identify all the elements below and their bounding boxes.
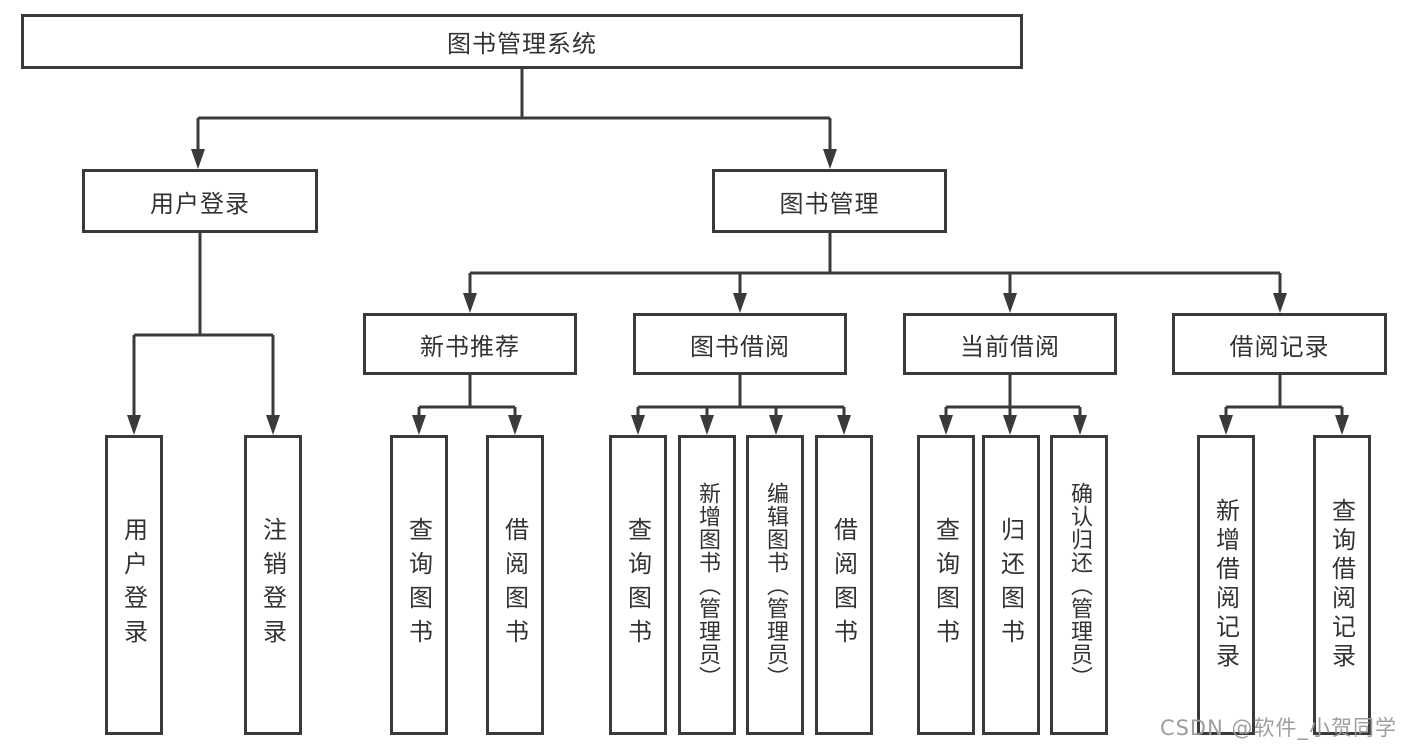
arrowheads	[127, 149, 1349, 435]
node-label: 图书管理系统	[447, 30, 597, 58]
leaf-return-books: 归还图书	[982, 435, 1040, 735]
node-book-borrow: 图书借阅	[633, 313, 847, 375]
leaf-label: 注销登录	[258, 517, 287, 653]
leaf-label: 用户登录	[119, 517, 148, 653]
node-new-book-recommend: 新书推荐	[363, 313, 577, 375]
leaf-add-borrow-record: 新增借阅记录	[1197, 435, 1255, 735]
leaf-label: 查询图书	[623, 517, 652, 653]
leaf-label: 查询借阅记录	[1327, 498, 1356, 672]
leaf-label: 归还图书	[996, 517, 1025, 653]
leaf-label: 借阅图书	[500, 517, 529, 653]
leaf-logout: 注销登录	[244, 435, 302, 735]
node-borrow-records: 借阅记录	[1172, 313, 1387, 375]
node-current-borrow: 当前借阅	[903, 313, 1117, 375]
node-root-system: 图书管理系统	[21, 14, 1023, 69]
leaf-query-books-borrow: 查询图书	[609, 435, 667, 735]
leaf-query-books-recommend: 查询图书	[390, 435, 448, 735]
leaf-confirm-return-admin: 确认归还（管理员）	[1050, 435, 1108, 735]
leaf-label: 借阅图书	[829, 517, 858, 653]
node-label: 借阅记录	[1229, 332, 1330, 361]
leaf-query-books-current: 查询图书	[917, 435, 975, 735]
node-label: 当前借阅	[960, 332, 1060, 361]
node-label: 图书管理	[779, 189, 880, 218]
leaf-edit-books-admin: 编辑图书（管理员）	[746, 435, 804, 735]
node-label: 用户登录	[150, 189, 250, 218]
watermark: CSDN @软件_小贺同学	[1159, 716, 1397, 740]
leaf-label: 新增图书（管理员）	[695, 481, 720, 689]
leaf-add-books-admin: 新增图书（管理员）	[678, 435, 736, 735]
leaf-borrow-books: 借阅图书	[815, 435, 873, 735]
leaf-label: 查询图书	[931, 517, 960, 653]
leaf-label: 查询图书	[404, 517, 433, 653]
leaf-borrow-books-recommend: 借阅图书	[486, 435, 544, 735]
leaf-label: 确认归还（管理员）	[1067, 481, 1092, 689]
leaf-query-borrow-record: 查询借阅记录	[1313, 435, 1371, 735]
node-label: 图书借阅	[690, 332, 790, 361]
node-user-login: 用户登录	[82, 169, 318, 233]
node-label: 新书推荐	[420, 332, 520, 361]
leaf-label: 编辑图书（管理员）	[763, 481, 788, 689]
node-book-management: 图书管理	[712, 169, 947, 233]
leaf-label: 新增借阅记录	[1211, 498, 1240, 672]
leaf-user-login: 用户登录	[105, 435, 163, 735]
